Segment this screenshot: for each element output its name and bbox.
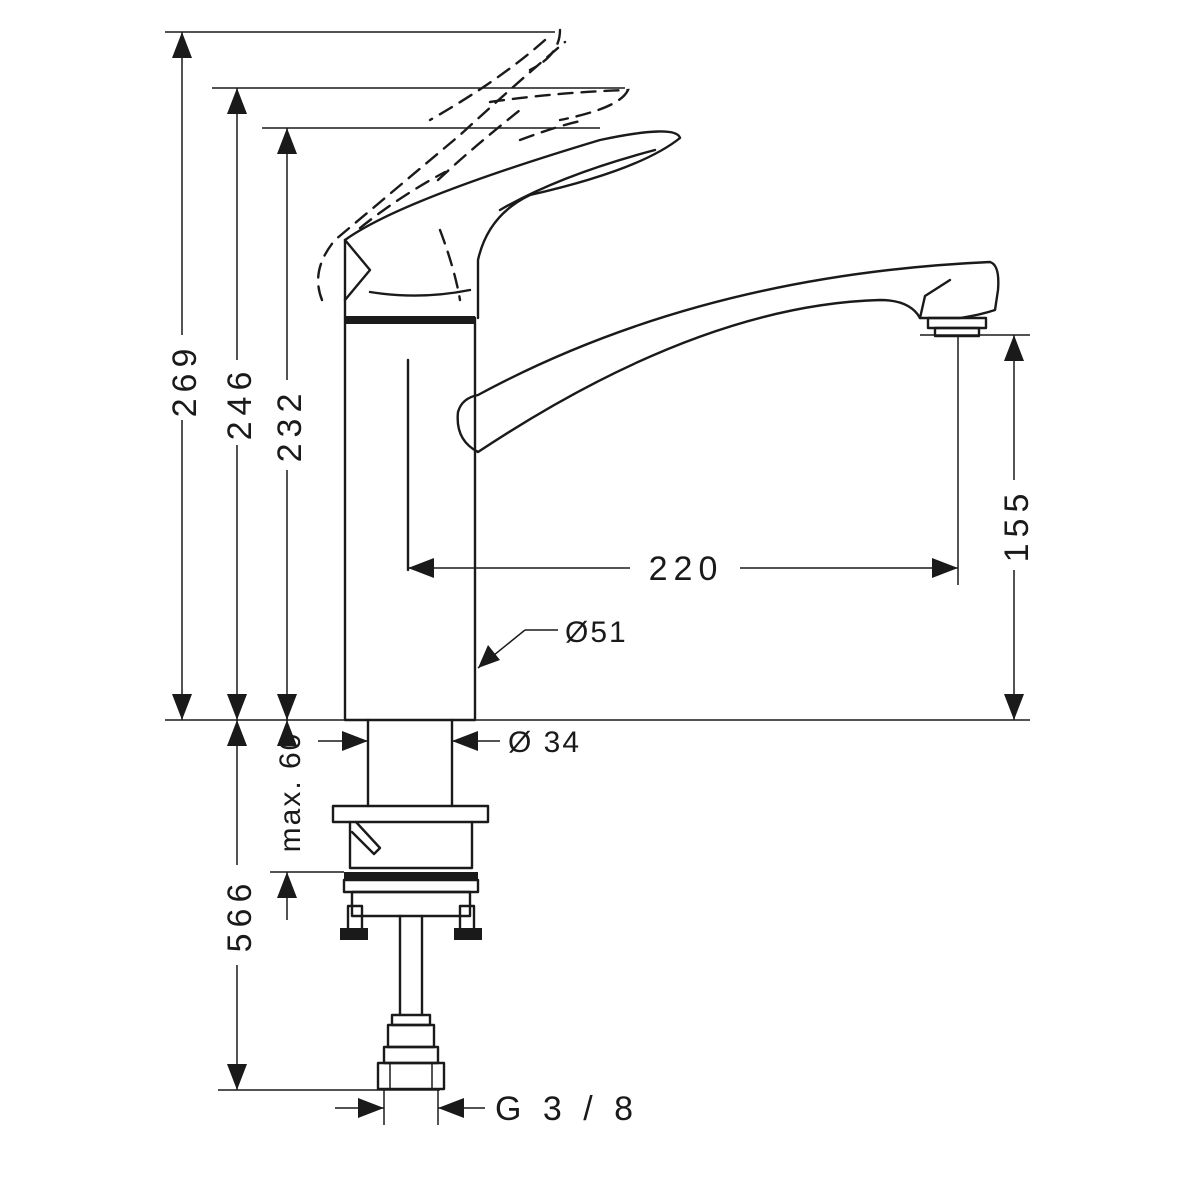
dimension-566-label: 566 xyxy=(221,878,259,953)
dimension-246-label: 246 xyxy=(221,366,259,441)
lever-handle xyxy=(343,130,682,320)
dimension-diameter-51-label: Ø51 xyxy=(565,616,628,649)
dimension-thread-g38: G 3 / 8 xyxy=(335,1090,639,1128)
spout xyxy=(456,260,1000,454)
dimension-diameter-34: Ø 34 xyxy=(318,726,581,759)
dimension-155: 155 xyxy=(998,335,1036,720)
dimension-max-60-label: max. 60 xyxy=(274,732,307,853)
dimension-566: 566 xyxy=(221,720,259,1090)
dimension-diameter-34-label: Ø 34 xyxy=(508,726,581,759)
dimension-232: 232 xyxy=(271,128,309,720)
mounting-assembly xyxy=(331,718,490,1091)
dimension-220-label: 220 xyxy=(649,550,724,588)
lever-alternate-positions xyxy=(316,28,630,302)
dimension-diameter-51: Ø51 xyxy=(477,616,628,669)
faucet-body xyxy=(343,316,477,722)
dimension-246: 246 xyxy=(221,88,259,720)
dimension-thread-g38-label: G 3 / 8 xyxy=(495,1090,639,1128)
dimension-max-60: max. 60 xyxy=(274,700,307,920)
dimension-232-label: 232 xyxy=(271,388,309,463)
dimension-220: 220 xyxy=(408,550,958,588)
dimension-155-label: 155 xyxy=(998,488,1036,563)
dimension-269-label: 269 xyxy=(166,343,204,418)
dimension-269: 269 xyxy=(166,32,204,720)
extension-lines xyxy=(165,31,1030,1125)
